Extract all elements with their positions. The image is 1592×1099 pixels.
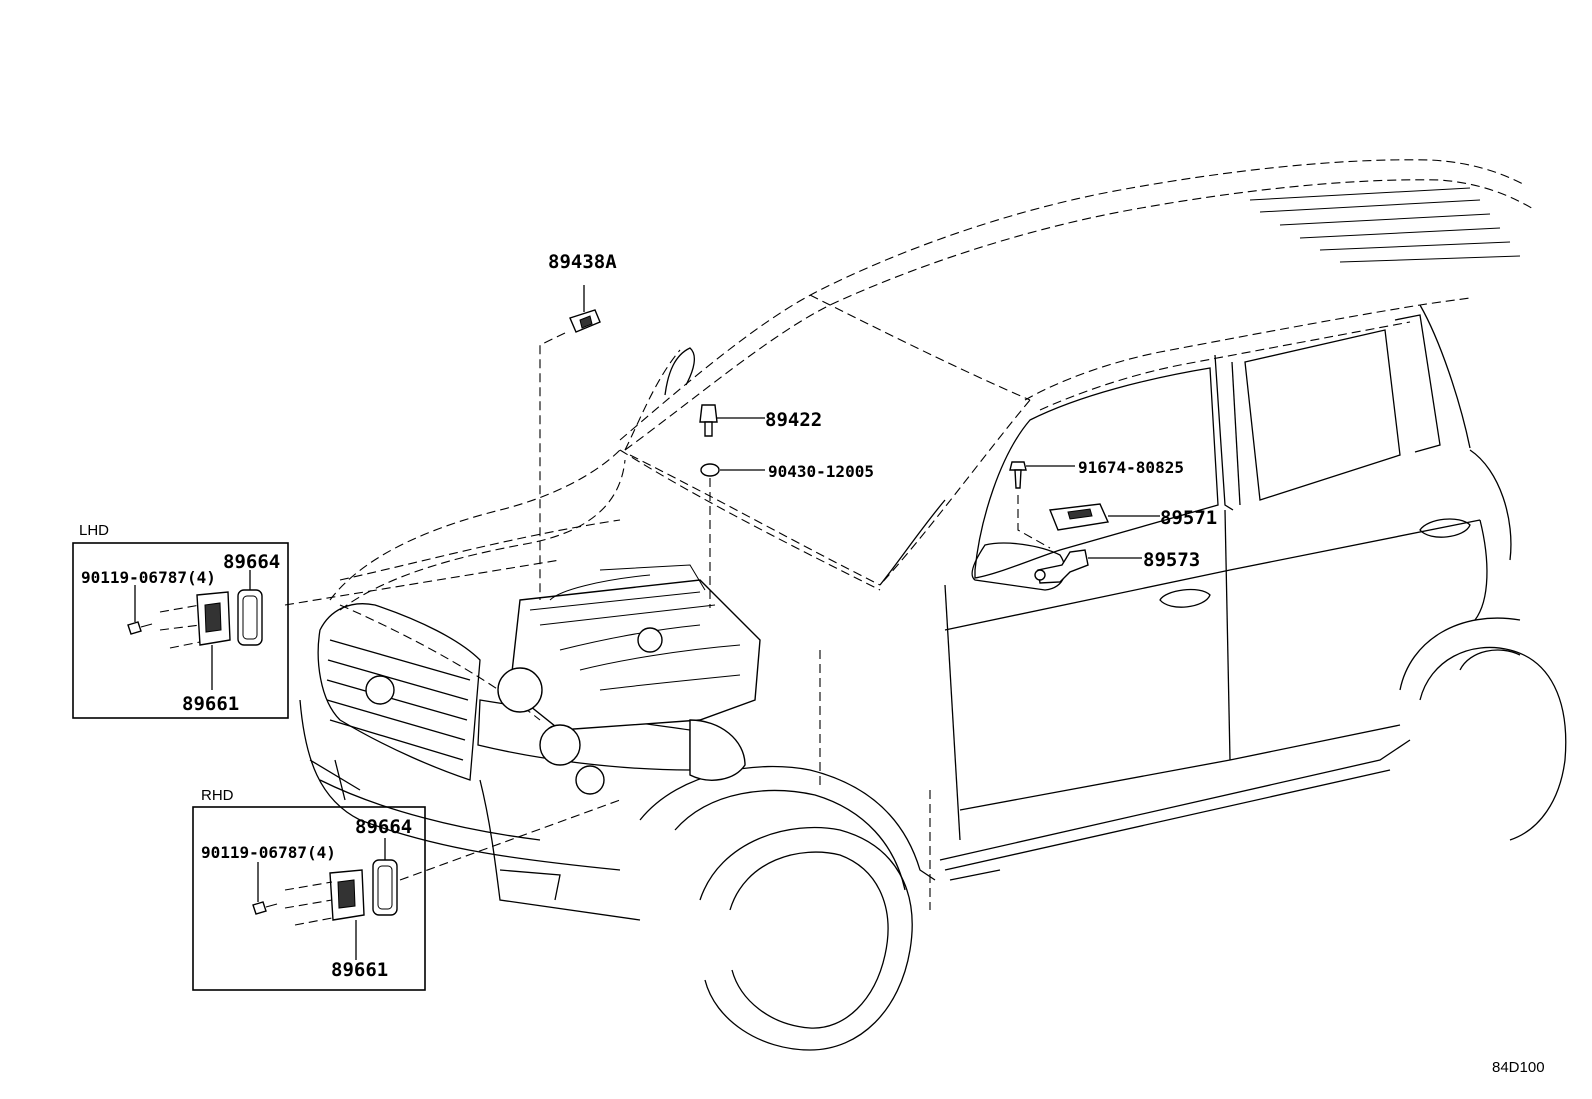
part-label-89573[interactable]: 89573 xyxy=(1143,549,1200,571)
lhd-grommet-icon xyxy=(237,570,263,646)
sensor-89422-icon xyxy=(699,404,765,437)
rhd-bolt-icon xyxy=(252,862,278,915)
drawing-code: 84D100 xyxy=(1492,1059,1545,1076)
rhd-detail-box xyxy=(192,806,426,991)
part-label-89422[interactable]: 89422 xyxy=(765,409,822,431)
module-89571-icon xyxy=(1049,503,1160,531)
gasket-90430-icon xyxy=(700,463,765,477)
part-label-89438a[interactable]: 89438A xyxy=(548,251,617,273)
rhd-part-label-bracket[interactable]: 89661 xyxy=(331,959,388,981)
rhd-part-label-bolt[interactable]: 90119-06787(4) xyxy=(201,843,336,862)
lhd-part-label-bracket[interactable]: 89661 xyxy=(182,693,239,715)
rhd-section-title: RHD xyxy=(201,787,234,804)
lhd-bolt-icon xyxy=(127,585,153,635)
lhd-part-label-bolt[interactable]: 90119-06787(4) xyxy=(81,568,216,587)
part-label-91674-80825[interactable]: 91674-80825 xyxy=(1078,458,1184,477)
lhd-bracket-icon xyxy=(196,591,231,690)
lhd-detail-box xyxy=(72,542,289,719)
rhd-bracket-icon xyxy=(329,869,365,960)
rhd-grommet-icon xyxy=(372,838,398,916)
rhd-part-label-grommet[interactable]: 89664 xyxy=(355,816,412,838)
lhd-part-label-grommet[interactable]: 89664 xyxy=(223,551,280,573)
part-label-89571[interactable]: 89571 xyxy=(1160,507,1217,529)
bolt-91674-icon xyxy=(1009,461,1075,489)
bracket-89573-icon xyxy=(1034,549,1142,584)
sensor-89438a-icon xyxy=(569,285,601,333)
lhd-section-title: LHD xyxy=(79,522,109,539)
connector-lines xyxy=(284,332,1051,910)
vehicle-outline xyxy=(299,159,1567,1051)
part-label-90430-12005[interactable]: 90430-12005 xyxy=(768,462,874,481)
